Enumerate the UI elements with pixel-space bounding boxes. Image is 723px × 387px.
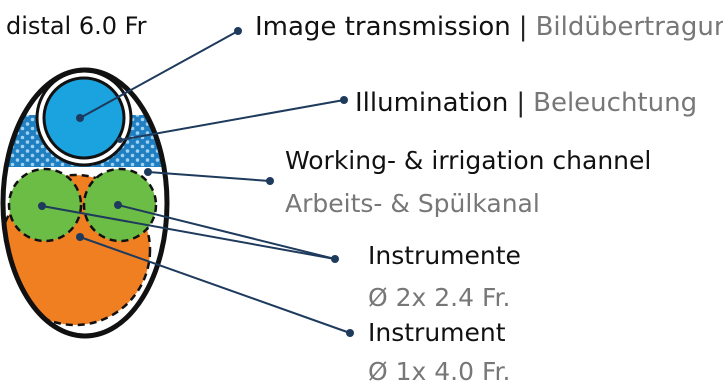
image-transmission-label: Image transmission|Bildübertragung: [255, 14, 723, 40]
working-channel-label-de: Arbeits- & Spülkanal: [285, 189, 540, 218]
leader-image: [79, 30, 239, 119]
working-channel-label-en: Working- & irrigation channel: [285, 146, 652, 175]
dot-instrument-origin: [76, 233, 84, 241]
dot-instrument-end: [346, 329, 354, 337]
dot-instrumente-end: [331, 255, 339, 263]
image-transmission-en: Image transmission: [255, 12, 511, 42]
leader-instrumente-left: [41, 205, 336, 260]
dot-instrumente-right-origin: [114, 201, 122, 209]
leader-illumination: [119, 99, 345, 141]
leader-working-channel: [147, 171, 271, 182]
illumination-en: Illumination: [355, 88, 509, 118]
instrumente-size: Ø 2x 2.4 Fr.: [368, 283, 511, 312]
dot-working-end: [266, 177, 274, 185]
label-separator: |: [516, 88, 526, 118]
instrumente-label: Instrumente: [368, 241, 521, 270]
instrument-label: Instrument: [368, 318, 506, 347]
distal-size-label: distal 6.0 Fr: [6, 12, 147, 40]
dot-image-end: [234, 27, 242, 35]
leader-instrument: [79, 236, 351, 334]
dot-instrumente-left-origin: [38, 202, 46, 210]
dot-illumination-origin: [117, 137, 123, 143]
tip-outline: [0, 67, 170, 339]
dot-image-origin: [76, 114, 84, 122]
leader-instrumente-right: [117, 204, 336, 260]
illumination-de: Beleuchtung: [533, 88, 698, 118]
image-transmission-de: Bildübertragung: [535, 12, 723, 42]
instrument-size: Ø 1x 4.0 Fr.: [368, 357, 511, 386]
dot-working-origin: [144, 168, 152, 176]
label-separator: |: [518, 12, 528, 42]
illumination-label: Illumination|Beleuchtung: [355, 90, 697, 116]
dot-illumination-end: [340, 96, 348, 104]
